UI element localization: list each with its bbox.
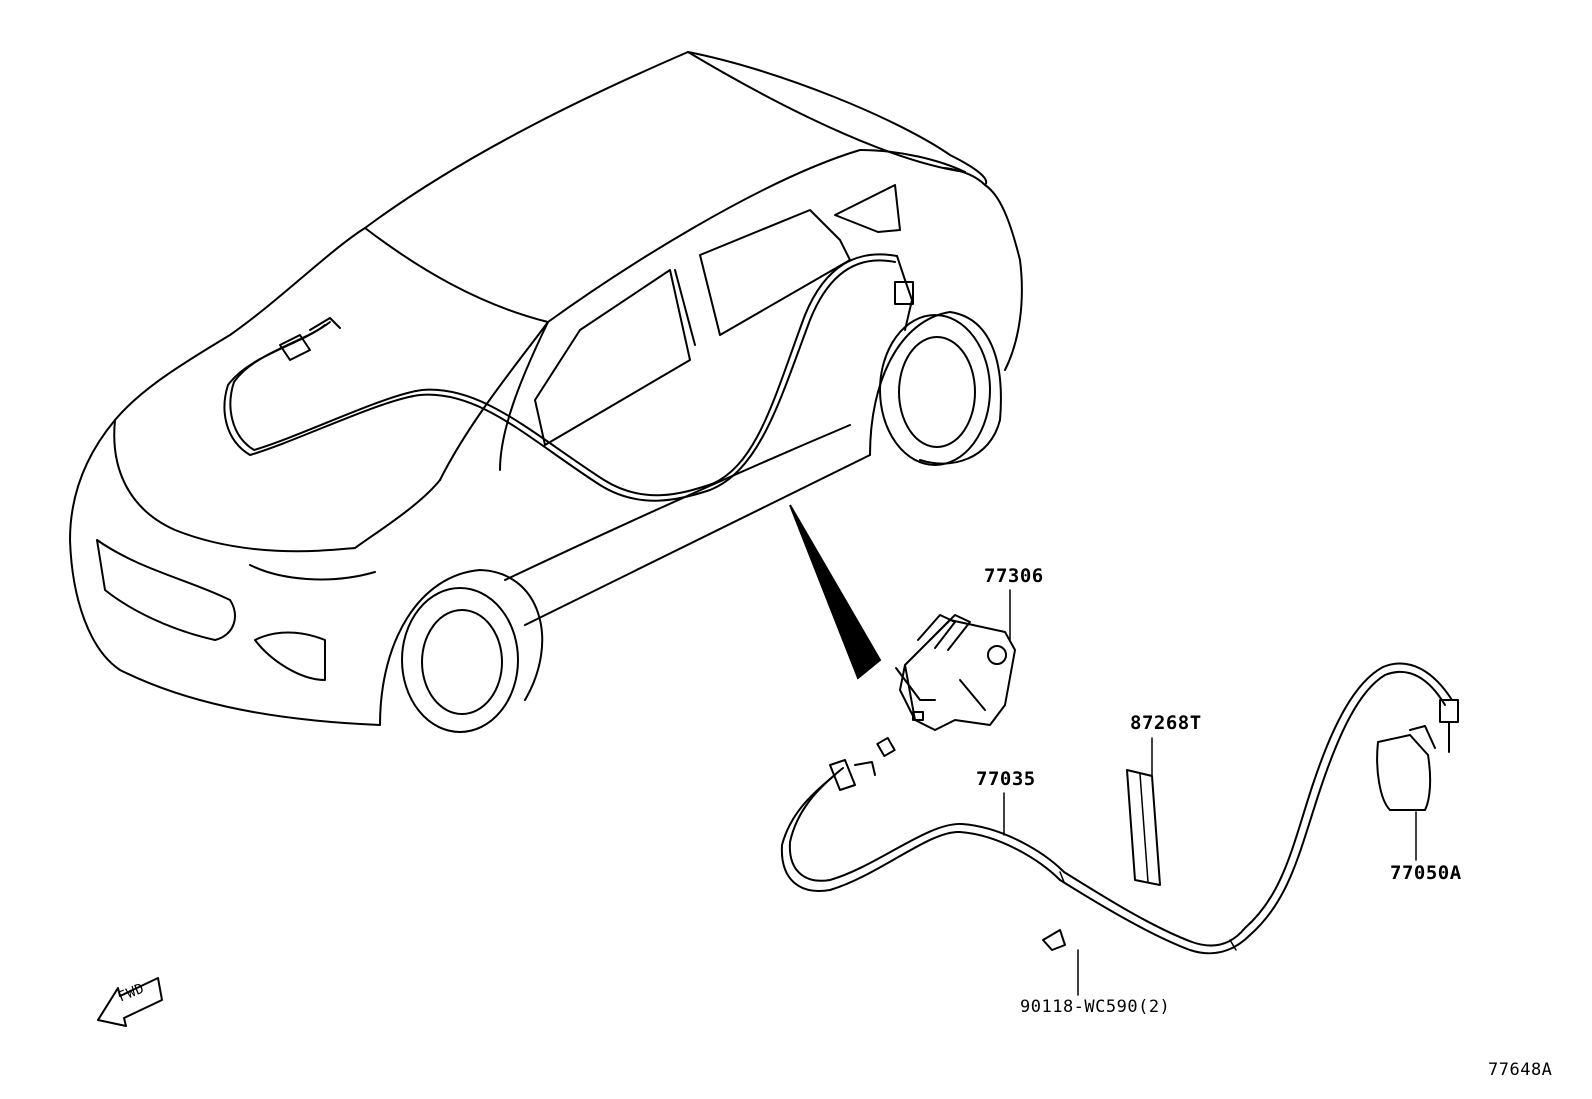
clip-part [1042,929,1066,951]
cable-part [780,662,1459,955]
vehicle-cable-route [223,253,914,502]
lever-assembly-part [895,614,1016,731]
fwd-arrow-icon [97,977,163,1027]
vehicle-illustration [69,51,1023,733]
part-label-77035: 77035 [976,768,1036,790]
part-label-77050A: 77050A [1390,862,1462,884]
part-label-90118: 90118-WC590(2) [1020,997,1171,1017]
leader-lines [1003,589,1417,996]
part-label-77306: 77306 [984,565,1044,587]
pad-part [1126,769,1161,886]
figure-id: 77648A [1488,1060,1553,1080]
part-label-87268T: 87268T [1130,712,1202,734]
pointer-wedge [789,504,882,680]
cable-end-cap [876,736,896,758]
bracket-part [1376,725,1436,811]
